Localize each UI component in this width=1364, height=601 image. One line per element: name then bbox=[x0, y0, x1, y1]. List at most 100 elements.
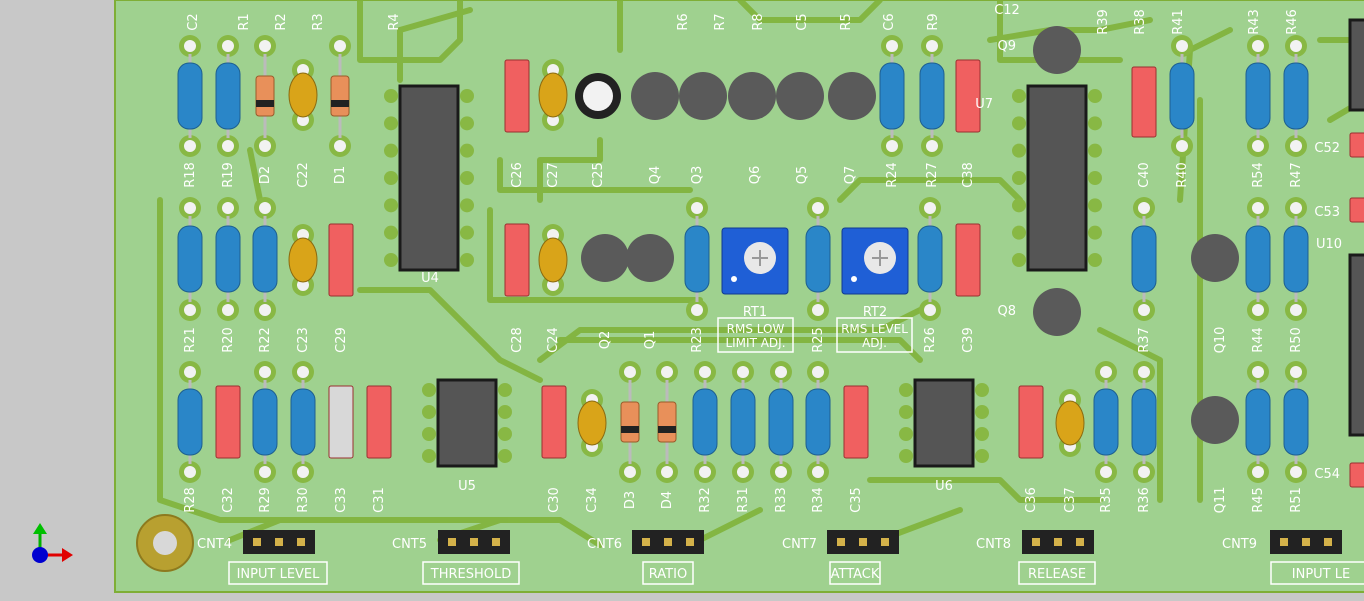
pad-hole bbox=[1138, 202, 1150, 214]
pad-hole bbox=[1176, 140, 1188, 152]
silkscreen-label: RMS LEVEL bbox=[841, 322, 908, 336]
connector-pin bbox=[642, 538, 650, 546]
silkscreen-label: C25 bbox=[591, 162, 606, 188]
silkscreen-label: C52 bbox=[1314, 141, 1340, 156]
film-capacitor bbox=[504, 59, 530, 133]
silkscreen-label: Q9 bbox=[997, 39, 1016, 54]
ic-pad bbox=[384, 89, 398, 103]
silkscreen-label: R22 bbox=[258, 327, 273, 353]
diode-band bbox=[256, 100, 274, 107]
ic-pad bbox=[422, 405, 436, 419]
film-capacitor bbox=[955, 223, 981, 297]
resistor-body bbox=[290, 388, 316, 456]
resistor-body bbox=[177, 62, 203, 130]
diode-body bbox=[330, 75, 350, 117]
film-capacitor bbox=[215, 385, 241, 459]
resistor-body bbox=[215, 62, 241, 130]
pad-hole bbox=[184, 366, 196, 378]
connector-pin bbox=[448, 538, 456, 546]
silkscreen-label: CNT7 bbox=[782, 537, 817, 552]
resistor-body bbox=[1093, 388, 1119, 456]
silkscreen-label: R43 bbox=[1247, 9, 1262, 35]
silkscreen-label: Q1 bbox=[643, 331, 658, 350]
ic-pad bbox=[422, 383, 436, 397]
connector-pin bbox=[1054, 538, 1062, 546]
diode-body bbox=[657, 401, 677, 443]
silkscreen-label: R3 bbox=[311, 13, 326, 30]
pad-hole bbox=[624, 466, 636, 478]
ic-pad bbox=[498, 427, 512, 441]
ic-pad bbox=[1088, 89, 1102, 103]
ic-pad bbox=[1088, 171, 1102, 185]
pad-hole bbox=[222, 202, 234, 214]
connector-pin bbox=[1076, 538, 1084, 546]
silkscreen-label: LIMIT ADJ. bbox=[725, 336, 785, 350]
transistor-body bbox=[1033, 26, 1081, 74]
film-capacitor bbox=[843, 385, 869, 459]
silkscreen-label: R34 bbox=[811, 487, 826, 513]
mounting-hole-center bbox=[153, 531, 177, 555]
ceramic-capacitor bbox=[1055, 400, 1085, 446]
pad-hole bbox=[259, 366, 271, 378]
pad-hole bbox=[812, 466, 824, 478]
transistor-body bbox=[679, 72, 727, 120]
silkscreen-label: ADJ. bbox=[862, 336, 887, 350]
pad-hole bbox=[1290, 40, 1302, 52]
silkscreen-label: R37 bbox=[1137, 327, 1152, 353]
pad-hole bbox=[1290, 466, 1302, 478]
pad-hole bbox=[1290, 140, 1302, 152]
film-capacitor bbox=[1349, 462, 1364, 488]
silkscreen-label: R54 bbox=[1251, 162, 1266, 188]
silkscreen-label: R28 bbox=[183, 487, 198, 513]
transistor-body bbox=[776, 72, 824, 120]
film-capacitor bbox=[541, 385, 567, 459]
resistor-body bbox=[1131, 388, 1157, 456]
resistor-body bbox=[805, 388, 831, 456]
connector-pin bbox=[470, 538, 478, 546]
film-capacitor bbox=[1349, 197, 1364, 223]
ic-pad bbox=[1088, 198, 1102, 213]
pad-hole bbox=[1290, 202, 1302, 214]
silkscreen-label: Q8 bbox=[997, 304, 1016, 319]
trimmer-dot bbox=[731, 276, 737, 282]
resistor-body bbox=[1245, 388, 1271, 456]
ic-pad bbox=[422, 449, 436, 463]
connector-pin bbox=[859, 538, 867, 546]
silkscreen-label: R9 bbox=[926, 13, 941, 30]
silkscreen-label: INPUT LE bbox=[1292, 567, 1350, 582]
silkscreen-label: R25 bbox=[811, 327, 826, 353]
silkscreen-label: D4 bbox=[660, 491, 675, 509]
ic-pad bbox=[975, 383, 989, 397]
silkscreen-label: C6 bbox=[882, 13, 897, 30]
pad-hole bbox=[926, 140, 938, 152]
silkscreen-label: D2 bbox=[258, 166, 273, 184]
silkscreen-label: R24 bbox=[885, 162, 900, 188]
silkscreen-label: R36 bbox=[1137, 487, 1152, 513]
diode-body bbox=[620, 401, 640, 443]
pad-hole bbox=[775, 466, 787, 478]
silkscreen-label: C36 bbox=[1024, 487, 1039, 513]
label-box bbox=[717, 317, 794, 353]
film-capacitor bbox=[328, 223, 354, 297]
pad-hole bbox=[184, 202, 196, 214]
pad-hole bbox=[737, 466, 749, 478]
label-box bbox=[1018, 561, 1096, 585]
pad-hole bbox=[184, 40, 196, 52]
ceramic-capacitor bbox=[577, 400, 607, 446]
film-capacitor bbox=[955, 59, 981, 133]
film-capacitor bbox=[504, 223, 530, 297]
pad-hole bbox=[661, 466, 673, 478]
ic-pad bbox=[1012, 198, 1026, 213]
silkscreen-label: C24 bbox=[546, 327, 561, 353]
transistor-body bbox=[581, 234, 629, 282]
resistor-body bbox=[917, 225, 943, 293]
silkscreen-label: R20 bbox=[221, 327, 236, 353]
ic-body bbox=[1026, 84, 1088, 272]
pad-hole bbox=[926, 40, 938, 52]
silkscreen-label: Q2 bbox=[598, 331, 613, 350]
resistor-body bbox=[805, 225, 831, 293]
silkscreen-label: R18 bbox=[183, 162, 198, 188]
connector-pin bbox=[492, 538, 500, 546]
silkscreen-label: R41 bbox=[1171, 9, 1186, 35]
